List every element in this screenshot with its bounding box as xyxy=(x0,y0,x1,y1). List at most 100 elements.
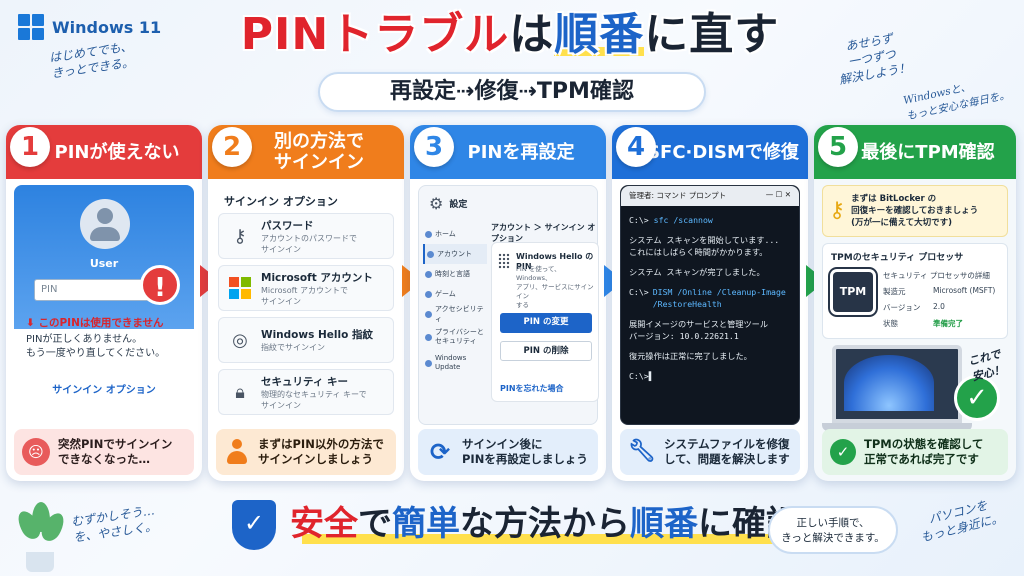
bottom-order: 順番 xyxy=(630,504,698,544)
window-title: 管理者: コマンド プロンプト xyxy=(629,191,727,200)
step-card-5: 最後にTPM確認 5 ⚷ まずは BitLocker の 回復キーを確認しておき… xyxy=(814,125,1016,481)
bottom-from: な方法から xyxy=(460,504,630,544)
option-title: Windows Hello 指紋 xyxy=(261,329,373,341)
tpm-title: TPMのセキュリティ プロセッサ xyxy=(831,253,964,263)
bitlocker-text: まずは BitLocker の 回復キーを確認しておきましょう (万が一に備えて… xyxy=(851,194,979,228)
signin-options-link[interactable]: サインイン オプション xyxy=(52,385,156,396)
option-desc: 指紋でサインイン xyxy=(261,343,325,352)
error-message: ⬇ このPINは使用できません xyxy=(26,317,164,329)
prompt: C:\> xyxy=(629,215,649,225)
user-name: User xyxy=(89,257,119,270)
check-circle-icon: ✓ xyxy=(830,439,856,465)
pin-input[interactable]: PIN xyxy=(34,279,150,301)
option-password[interactable]: ⚷ パスワードアカウントのパスワードで サインイン xyxy=(218,213,394,259)
option-fingerprint[interactable]: ◎ Windows Hello 指紋指紋でサインイン xyxy=(218,317,394,363)
settings-title-text: 設定 xyxy=(449,200,468,210)
option-desc: Microsoft アカウントで サインイン xyxy=(261,285,348,306)
pin-message: PINが正しくありません。 もう一度やり直してください。 xyxy=(26,334,166,359)
detail-key: 状態 xyxy=(883,319,898,328)
tpm-security-processor: TPMのセキュリティ プロセッサ TPM セキュリティ プロセッサの詳細 製造元… xyxy=(822,243,1008,339)
option-security-key[interactable]: 🔒︎ セキュリティ キー物理的なセキュリティ キーで サインイン xyxy=(218,369,394,415)
hello-pin-panel: Windows Hello の PIN PIN を使って、Windows、 アプ… xyxy=(491,242,599,402)
output-line: 展開イメージのサービスと管理ツール バージョン: 10.0.22621.1 xyxy=(629,319,769,341)
nav-gaming[interactable]: ゲーム xyxy=(423,284,487,304)
checkmark-icon: ✓ xyxy=(954,375,1000,421)
command-prompt-window: 管理者: コマンド プロンプト — ☐ ✕ C:\> sfc /scannow … xyxy=(620,185,800,425)
wrench-icon: 🔧︎ xyxy=(628,439,656,464)
gear-icon: ⚙ xyxy=(429,194,444,213)
output-line: システム スキャンを開始しています... これにはしばらく時間がかかります。 xyxy=(629,235,780,257)
nav-accounts[interactable]: アカウント xyxy=(423,244,487,264)
hello-desc: PIN を使って、Windows、 アプリ、サービスにサインイン する xyxy=(516,265,594,309)
shield-check-icon: ✓ xyxy=(232,500,276,550)
security-key-icon: 🔒︎ xyxy=(235,381,245,403)
prompt: C:\> xyxy=(629,287,649,297)
note-top-left: はじめてでも、 きっとできる。 xyxy=(48,39,135,81)
detail-key: バージョン xyxy=(883,303,921,312)
nav-label: ゲーム xyxy=(435,290,456,298)
detail-key: 製造元 xyxy=(883,287,906,296)
bottom-de: で xyxy=(358,504,392,544)
detail-value: セキュリティ プロセッサの詳細 xyxy=(883,271,990,280)
footer-text: まずはPIN以外の方法で サインインしましょう xyxy=(258,437,384,466)
nav-accessibility[interactable]: アクセシビリティ xyxy=(423,304,487,324)
breadcrumb: アカウント ＞ サインイン オプション xyxy=(491,223,596,243)
accessibility-icon xyxy=(425,310,432,318)
avatar-icon xyxy=(80,199,130,249)
worried-face-icon: ☹ xyxy=(22,438,50,466)
bottom-message: 安全で簡単な方法から順番に確認 xyxy=(290,496,800,552)
step-number: 2 xyxy=(212,127,252,167)
page-title: PINトラブルは順番に直す xyxy=(200,6,820,64)
bottom-safe: 安全 xyxy=(290,504,358,544)
step-card-3: PINを再設定 3 ⚙設定 ホーム アカウント 時刻と言語 ゲーム アクセシビリ… xyxy=(410,125,606,481)
note-top-right: あせらず 一つずつ 解決しよう！ xyxy=(838,31,912,87)
step-footer: 🔧︎ システムファイルを修復 して、問題を解決します xyxy=(620,429,800,475)
terminal-output: C:\> sfc /scannow システム スキャンを開始しています... こ… xyxy=(629,214,793,390)
option-title: パスワード xyxy=(261,219,314,232)
plant-icon xyxy=(13,500,69,572)
forgot-pin-link[interactable]: PINを忘れた場合 xyxy=(500,384,564,393)
bitlocker-note: ⚷ まずは BitLocker の 回復キーを確認しておきましょう (万が一に備… xyxy=(822,185,1008,237)
remove-pin-button[interactable]: PIN の削除 xyxy=(500,341,592,361)
nav-home[interactable]: ホーム xyxy=(423,224,487,244)
step-footer: ☹ 突然PINでサインイン できなくなった… xyxy=(14,429,194,475)
command-dism: DISM /Online /Cleanup-Image /RestoreHeal… xyxy=(652,287,786,309)
laptop-icon xyxy=(832,345,962,423)
step-number: 4 xyxy=(616,127,656,167)
tpm-detail-row: 状態 準備完了 xyxy=(883,318,1001,329)
signin-options-panel: サインイン オプション ⚷ パスワードアカウントのパスワードで サインイン Mi… xyxy=(216,185,396,425)
speech-bubble: 正しい手順で、 きっと解決できます。 xyxy=(768,506,898,554)
title-part3: 順番 xyxy=(554,9,645,60)
hello-title: Windows Hello の PIN xyxy=(516,252,594,271)
option-title: Microsoft アカウント xyxy=(261,271,373,284)
option-desc: 物理的なセキュリティ キーで サインイン xyxy=(261,389,367,410)
step-footer: ✓ TPMの状態を確認して 正常であれば完了です xyxy=(822,429,1008,475)
status-badge: 準備完了 xyxy=(933,319,963,328)
bottom-easy: 簡単 xyxy=(392,504,460,544)
title-part4: に直す xyxy=(644,9,780,60)
prompt-cursor[interactable]: C:\>▌ xyxy=(629,371,654,381)
window-titlebar: 管理者: コマンド プロンプト — ☐ ✕ xyxy=(621,186,799,206)
home-icon xyxy=(425,230,432,238)
lock-screen: User PIN ! ⬇ このPINは使用できません PINが正しくありません。… xyxy=(14,185,194,425)
nav-label: プライバシーと セキュリティ xyxy=(435,328,484,345)
footer-text: システムファイルを修復 して、問題を解決します xyxy=(664,437,790,466)
option-title: セキュリティ キー xyxy=(261,375,349,388)
window-controls[interactable]: — ☐ ✕ xyxy=(765,190,791,199)
nav-label: ホーム xyxy=(435,230,456,238)
gamepad-icon xyxy=(425,290,432,298)
nav-label: アクセシビリティ xyxy=(435,305,484,323)
settings-sidebar: ホーム アカウント 時刻と言語 ゲーム アクセシビリティ プライバシーと セキュ… xyxy=(423,224,487,376)
note-bottom-right: パソコンを もっと身近に。 xyxy=(919,498,1005,545)
change-pin-button[interactable]: PIN の変更 xyxy=(500,313,592,333)
shield-icon xyxy=(425,333,432,341)
settings-window: ⚙ 設定 ホーム アカウント 時刻と言語 ゲーム アクセシビリティ プライバシーと… xyxy=(418,185,599,425)
title-part1: PINトラブル xyxy=(240,9,510,60)
step-number: 1 xyxy=(10,127,50,167)
nav-time-language[interactable]: 時刻と言語 xyxy=(423,264,487,284)
nav-windows-update[interactable]: Windows Update xyxy=(423,350,487,376)
nav-privacy[interactable]: プライバシーと セキュリティ xyxy=(423,324,487,350)
output-line: 復元操作は正常に完了しました。 xyxy=(629,351,752,361)
